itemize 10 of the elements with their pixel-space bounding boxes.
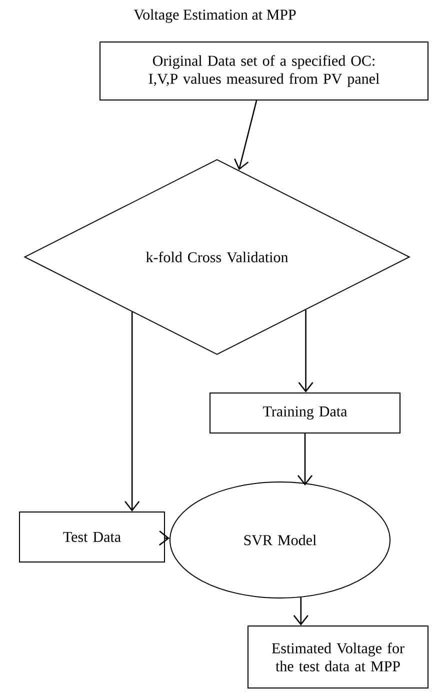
process-box: Original Data set of a specified OC: I,V,P values measured from PV panel: [100, 42, 428, 100]
arrow: [234, 100, 258, 170]
arrow: [297, 434, 312, 486]
title: Voltage Estimation at MPP: [134, 9, 296, 23]
arrow: [298, 310, 314, 392]
process-box: Training Data: [210, 392, 400, 434]
process-box: Test Data: [19, 512, 165, 562]
arrow: [124, 312, 140, 512]
output-box: Estimated Voltage for the test data at MPP: [248, 626, 428, 688]
arrow: [293, 597, 308, 626]
